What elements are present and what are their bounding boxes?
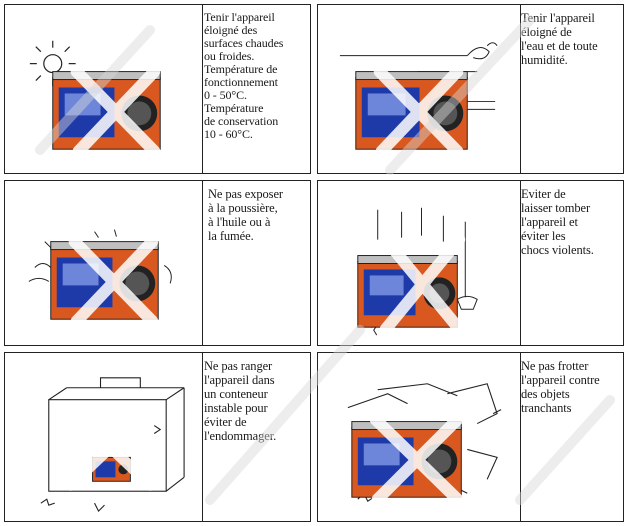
warning-grid: Tenir l'appareil éloigné des surfaces ch… [4,4,624,522]
falling-lines-icon [367,207,478,336]
warning-cell-container: Ne pas ranger l'appareil dans un contene… [4,352,311,522]
warning-cell-dust: Ne pas exposer à la poussière, à l'huile… [4,180,311,346]
water-illustration [318,5,521,173]
prohibition-cross-icon [70,65,161,158]
heat-cold-illustration [5,5,203,173]
prohibition-cross-icon [68,235,159,328]
warning-cell-heat: Tenir l'appareil éloigné des surfaces ch… [4,4,311,174]
dust-illustration [5,181,203,345]
warning-cell-drop: Eviter de laisser tomber l'appareil et é… [317,180,624,346]
warning-text-water: Tenir l'appareil éloigné de l'eau et de … [521,11,598,67]
container-box-icon [40,377,185,513]
warning-text-drop: Eviter de laisser tomber l'appareil et é… [521,187,594,257]
prohibition-cross-icon [369,413,464,506]
prohibition-cross-icon [373,65,464,158]
container-illustration [5,353,203,521]
warning-text-container: Ne pas ranger l'appareil dans un contene… [204,359,277,443]
warning-text-sharp: Ne pas frotter l'appareil contre des obj… [521,359,600,415]
drop-illustration [318,181,521,345]
prohibition-cross-icon [65,404,156,491]
warning-text-dust: Ne pas exposer à la poussière, à l'huile… [208,187,283,243]
warning-cell-sharp: Ne pas frotter l'appareil contre des obj… [317,352,624,522]
sharp-objects-illustration [318,353,521,521]
warning-text-heat: Tenir l'appareil éloigné des surfaces ch… [204,10,284,141]
warning-cell-water: Tenir l'appareil éloigné de l'eau et de … [317,4,624,174]
prohibition-cross-icon [379,233,466,336]
